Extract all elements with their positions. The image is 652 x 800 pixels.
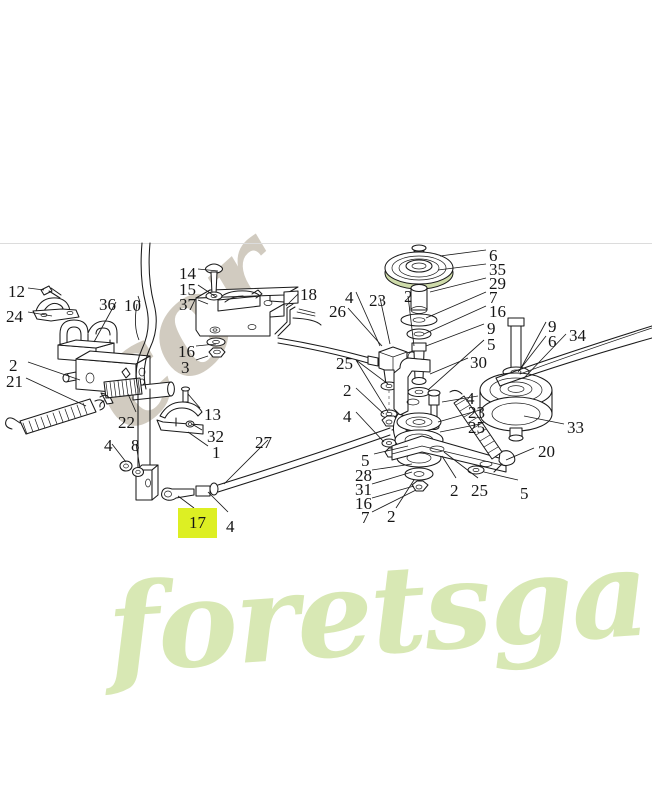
callout-number-16: 16 [178, 342, 195, 361]
callout-number-highlighted-17: 17 [178, 508, 217, 538]
parts-washers-4-8 [119, 460, 145, 478]
callout-number-1: 1 [212, 443, 221, 462]
part-long-rod-27 [209, 427, 399, 496]
callout-number-8: 8 [131, 436, 140, 455]
callout-number-4: 4 [104, 436, 113, 455]
part-rod-end-17 [161, 485, 211, 501]
part-yoke-36 [57, 319, 151, 408]
part-arm-plate [391, 435, 516, 475]
part-bolt-14-15 [204, 263, 224, 301]
callout-number-2: 2 [404, 287, 413, 306]
callout-number-29: 29 [489, 274, 506, 293]
callout-number-7: 7 [489, 288, 498, 307]
callout-number-6: 6 [489, 246, 498, 265]
leader-lines [25, 249, 567, 513]
callout-number-12: 12 [8, 282, 25, 301]
part-rod-18 [274, 303, 322, 337]
callout-number-6: 6 [548, 332, 557, 351]
callout-number-28: 28 [355, 466, 372, 485]
part-screw-12 [40, 285, 62, 299]
callout-number-14: 14 [179, 264, 196, 283]
part-rod-tube [121, 367, 175, 401]
callout-number-4: 4 [466, 389, 475, 408]
callout-number-30: 30 [470, 353, 487, 372]
callout-number-33: 33 [567, 418, 584, 437]
part-spring-22 [103, 377, 143, 399]
callout-number-21: 21 [6, 372, 23, 391]
callout-number-24: 24 [6, 307, 23, 326]
callout-number-18: 18 [300, 285, 317, 304]
part-spring-20 [449, 389, 503, 460]
parts-16-3 [206, 337, 226, 358]
part-bracket-13-32-1 [156, 386, 204, 435]
callout-number-25: 25 [336, 354, 353, 373]
callout-number-16: 16 [489, 302, 506, 321]
callout-number-20: 20 [538, 442, 555, 461]
callout-number-5: 5 [487, 335, 496, 354]
callout-number-7: 7 [361, 508, 370, 527]
part-top-pulley [384, 244, 454, 398]
callout-number-36: 36 [99, 295, 116, 314]
callout-number-34: 34 [569, 326, 586, 345]
callout-number-23: 23 [468, 403, 485, 422]
callout-number-15: 15 [179, 280, 196, 299]
callout-number-13: 13 [204, 405, 221, 424]
callout-number-22: 22 [118, 413, 135, 432]
part-mount-plate [195, 286, 299, 337]
callout-number-10: 10 [124, 296, 141, 315]
part-link-26 [277, 337, 379, 367]
part-spring-21 [5, 394, 110, 435]
part-clamp-24 [32, 297, 80, 322]
callout-number-4: 4 [226, 517, 235, 536]
callout-number-31: 31 [355, 480, 372, 499]
callout-number-35: 35 [489, 260, 506, 279]
callout-number-4: 4 [343, 407, 352, 426]
callout-number-27: 27 [255, 433, 272, 452]
callout-number-2: 2 [343, 381, 352, 400]
callout-number-2: 2 [9, 356, 18, 375]
callout-number-2: 2 [450, 481, 459, 500]
callout-number-5: 5 [520, 484, 529, 503]
callout-number-37: 37 [179, 295, 196, 314]
part-lever-10 [135, 242, 159, 501]
callout-number-23: 23 [369, 291, 386, 310]
callout-number-25: 25 [468, 418, 485, 437]
callout-number-32: 32 [207, 427, 224, 446]
callout-number-26: 26 [329, 302, 346, 321]
callout-number-16: 16 [355, 494, 372, 513]
callout-number-2: 2 [387, 507, 396, 526]
callout-number-9: 9 [548, 317, 557, 336]
callout-number-25: 25 [471, 481, 488, 500]
callout-number-9: 9 [487, 319, 496, 338]
callout-number-4: 4 [345, 288, 354, 307]
callout-number-5: 5 [361, 451, 370, 470]
callout-number-3: 3 [181, 358, 190, 377]
diagram-top-border [0, 243, 652, 244]
